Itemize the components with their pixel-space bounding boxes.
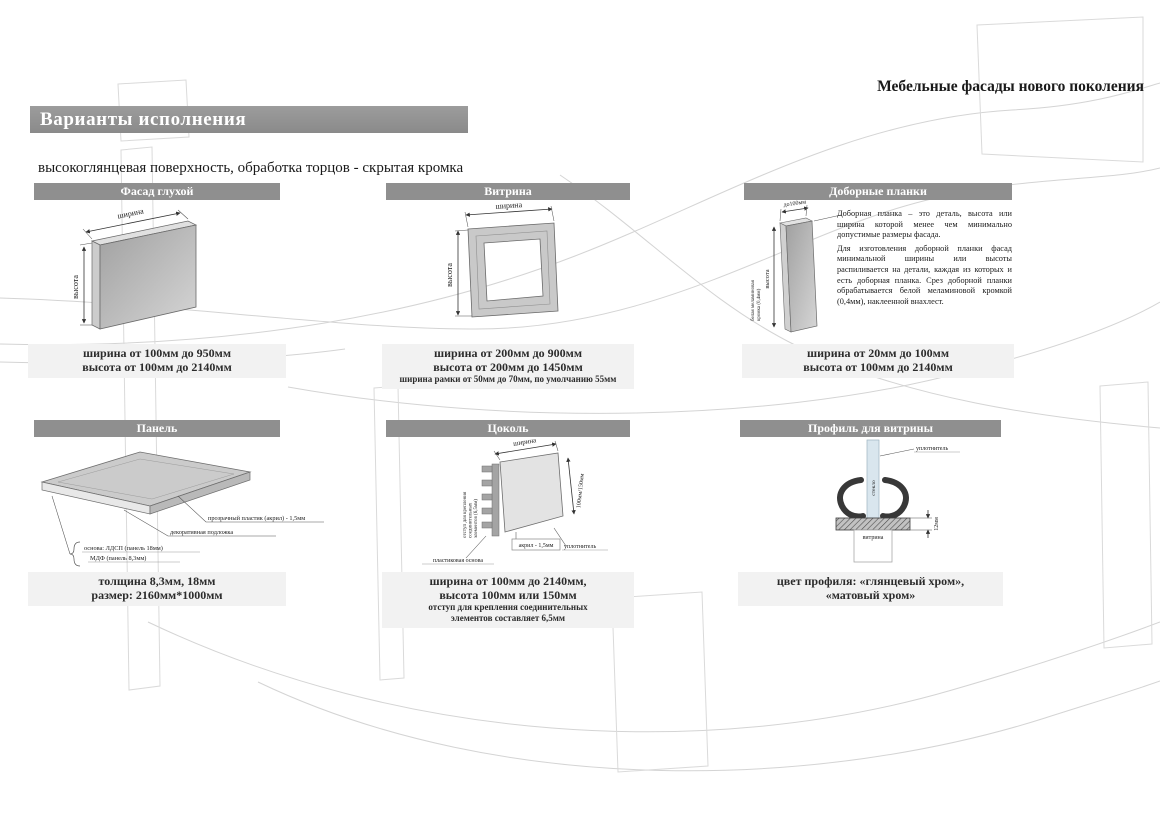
planki-dimension-lines xyxy=(771,204,842,328)
tsokol-caption-line: отступ для крепления соединительных xyxy=(428,602,588,613)
section-vitrina-title: Витрина xyxy=(386,183,630,200)
section-facade-title: Фасад глухой xyxy=(34,183,280,200)
profil-caption-line: «матовый хром» xyxy=(825,587,916,602)
vitrina-frame xyxy=(467,222,559,318)
tsokol-connector-comb xyxy=(481,463,500,537)
vitrina-caption: ширина от 200мм до 900мм высота от 200мм… xyxy=(382,344,634,389)
profil-thickness-label: 12мм xyxy=(934,517,940,531)
section-facade: Фасад глухой ширина высота ширина от 100… xyxy=(28,183,286,379)
facade-width-label: ширина xyxy=(117,206,145,220)
section-vitrina: Витрина ширина высота ширина от 200мм до… xyxy=(382,183,634,389)
profil-base-bar xyxy=(835,517,911,531)
panel-leader-lines xyxy=(51,495,324,567)
section-panel-title: Панель xyxy=(34,420,280,437)
tsokol-caption-line: элементов составляет 6,5мм xyxy=(450,612,566,623)
planki-height-label: высота xyxy=(764,269,771,288)
tsokol-offset-line3: элементов (6,5мм) xyxy=(474,499,479,538)
planki-edge-label-line1: белая меламиновая xyxy=(751,279,756,321)
panel-caption-line: толщина 8,3мм, 18мм xyxy=(98,574,216,588)
profil-vitrina-label: витрина xyxy=(863,535,884,541)
page-brand-title: Мебельные фасады нового поколения xyxy=(877,78,1144,95)
panel-base-label-1: основа: ЛДСП (панель 18мм) xyxy=(84,545,163,552)
panel-right-edge xyxy=(149,471,251,515)
vitrina-caption-line: высота от 200мм до 1450мм xyxy=(433,359,583,374)
tsokol-seal-label: уплотнитель xyxy=(564,544,596,550)
vitrina-caption-line: ширина рамки от 50мм до 70мм, по умолчан… xyxy=(399,374,617,385)
planki-edge-label-line2: кромка (0,4мм) xyxy=(757,288,762,321)
planki-width-label: до100мм xyxy=(783,199,806,208)
tsokol-offset-line1: отступ для крепления xyxy=(463,491,468,538)
tsokol-diagram: ширина отступ для креплениясоединительны… xyxy=(422,436,608,565)
planki-diagram: до100мм высота белая меламиноваякромка (… xyxy=(751,199,842,333)
facade-caption-line: ширина от 100мм до 950мм xyxy=(82,346,232,360)
panel-caption: толщина 8,3мм, 18мм размер: 2160мм*1000м… xyxy=(28,572,286,607)
facade-panel-side-edge xyxy=(91,240,101,330)
profil-glass xyxy=(866,439,880,519)
page-title: Варианты исполнения xyxy=(30,106,468,133)
facade-height-label: высота xyxy=(71,275,80,299)
section-planki-title: Доборные планки xyxy=(744,183,1012,200)
vitrina-height-label: высота xyxy=(445,263,454,287)
tsokol-offset-label: отступ для креплениясоединительныхэлемен… xyxy=(463,491,479,538)
tsokol-acrylic-label: акрил - 1,5мм xyxy=(519,543,554,549)
panel-top-face-inset xyxy=(57,458,235,500)
panel-diagram: прозрачный пластик (акрил) - 1,5мм декор… xyxy=(40,451,324,567)
section-tsokol-title: Цоколь xyxy=(386,420,630,437)
profil-caption-line: цвет профиля: «глянцевый хром», xyxy=(776,574,965,588)
facade-diagram: ширина высота xyxy=(71,206,198,330)
profil-glass-label: стекло xyxy=(871,480,877,496)
panel-caption-line: размер: 2160мм*1000мм xyxy=(91,587,223,602)
section-tsokol: Цоколь ширина отступ для креплениясоедин… xyxy=(382,420,634,628)
facade-dimension-lines xyxy=(79,209,189,326)
tsokol-acrylic-box xyxy=(511,538,561,551)
planki-edge-label: белая меламиноваякромка (0,4мм) xyxy=(751,279,762,321)
planki-caption-line: высота от 100мм до 2140мм xyxy=(803,359,953,374)
tsokol-caption: ширина от 100мм до 2140мм, высота 100мм … xyxy=(382,572,634,628)
panel-base-label-2: МДФ (панель 8,3мм) xyxy=(90,555,146,562)
planki-description: Доборная планка – это деталь, высота или… xyxy=(837,209,1012,310)
tsokol-caption-line: ширина от 100мм до 2140мм, xyxy=(429,574,587,588)
planki-description-p2: Для изготовления доборной планки фасад м… xyxy=(837,243,1012,306)
section-planki: Доборные планки до100мм высота белая мел… xyxy=(742,183,1014,379)
facade-caption: ширина от 100мм до 950мм высота от 100мм… xyxy=(28,344,286,379)
tsokol-offset-line2: соединительных xyxy=(469,502,474,538)
planki-caption-line: ширина от 20мм до 100мм xyxy=(806,346,950,360)
panel-acrylic-label: прозрачный пластик (акрил) - 1,5мм xyxy=(208,515,305,522)
section-panel: Панель прозрачный пластик (акрил) - 1,5м… xyxy=(28,420,324,607)
vitrina-caption-line: ширина от 200мм до 900мм xyxy=(433,346,583,360)
profil-seal-label: уплотнитель xyxy=(916,446,948,452)
section-profil-title: Профиль для витрины xyxy=(740,420,1001,437)
vitrina-width-label: ширина xyxy=(495,201,523,211)
planki-description-p1: Доборная планка – это деталь, высота или… xyxy=(837,209,1012,240)
planki-caption: ширина от 20мм до 100мм высота от 100мм … xyxy=(742,344,1014,379)
profil-caption: цвет профиля: «глянцевый хром», «матовый… xyxy=(738,572,1003,607)
facade-caption-line: высота от 100мм до 2140мм xyxy=(82,359,232,374)
profil-diagram: стекло уплотнитель витрина 12мм xyxy=(835,439,960,563)
vitrina-frame-inner-line xyxy=(475,230,551,310)
profil-clamp-arms xyxy=(837,477,909,520)
tsokol-height-label: 100мм/150мм xyxy=(576,473,586,508)
section-profil: Профиль для витрины стекло уплотнитель в… xyxy=(738,420,1003,607)
page-subtitle: высокоглянцевая поверхность, обработка т… xyxy=(38,160,464,176)
profil-dimension-lines xyxy=(879,448,960,538)
panel-backing-label: декоративная подложка xyxy=(170,529,233,536)
planki-strip-face xyxy=(785,220,818,333)
tsokol-face xyxy=(499,452,564,533)
vitrina-diagram: ширина высота xyxy=(445,201,559,318)
profil-vitrina-box xyxy=(853,529,893,563)
tsokol-caption-line: высота 100мм или 150мм xyxy=(439,587,577,602)
vitrina-dimension-lines xyxy=(454,205,555,317)
tsokol-base-label: пластиковая основа xyxy=(433,558,483,564)
tsokol-width-label: ширина xyxy=(513,436,538,448)
decorative-curves xyxy=(0,82,1160,772)
tsokol-dimension-lines xyxy=(422,440,608,565)
